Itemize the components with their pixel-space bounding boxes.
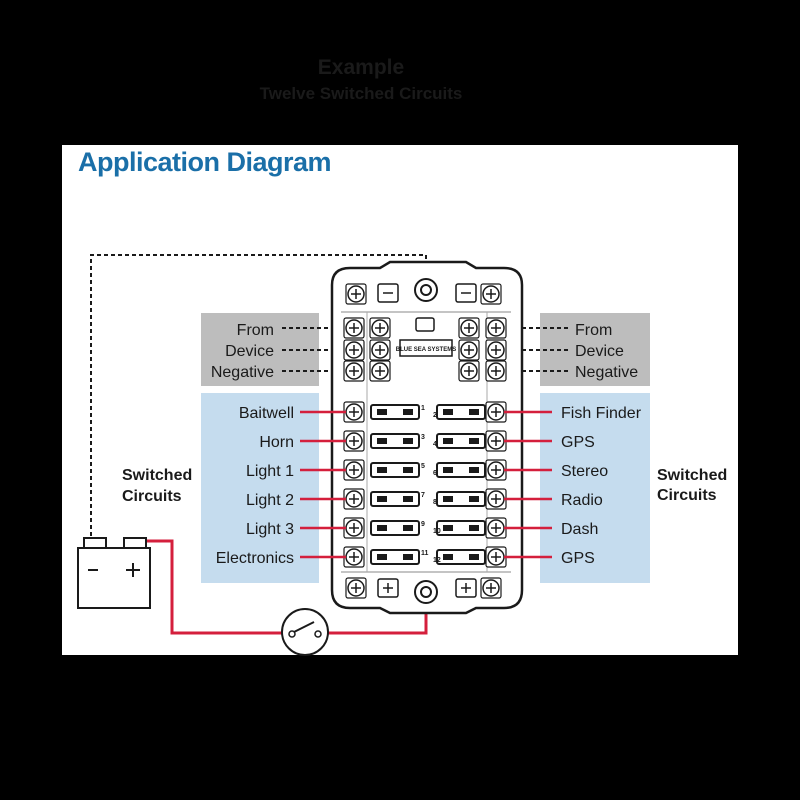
circuit-screw-icon	[343, 401, 365, 423]
switch-icon	[281, 608, 329, 656]
corner-screw-icon	[345, 577, 367, 599]
page-title: Application Diagram	[78, 147, 332, 177]
stud-icon	[414, 580, 438, 604]
left-circuit-2: Horn	[259, 434, 294, 451]
fuse-number: 10	[433, 528, 441, 535]
right-circuit-4: Radio	[561, 492, 603, 509]
battery-icon	[77, 537, 151, 609]
diagram-subtitle: Twelve Switched Circuits	[259, 84, 463, 103]
fuse-number: 12	[433, 557, 441, 564]
negative-bus-screw-icon	[369, 360, 391, 382]
negative-bus-screw-icon	[485, 339, 507, 361]
example-label: Example	[317, 56, 405, 79]
right-circuit-2: GPS	[561, 434, 595, 451]
right-neg-label-2: Device	[575, 343, 624, 360]
fuse-number: 4	[433, 441, 437, 448]
negative-bus-screw-icon	[485, 360, 507, 382]
right-circuit-6: GPS	[561, 550, 595, 567]
left-neg-label-2: Device	[225, 343, 274, 360]
right-neg-label-3: Negative	[575, 364, 638, 381]
negative-bus-screw-icon	[458, 317, 480, 339]
fuse-number: 5	[421, 463, 425, 470]
stud-icon	[414, 278, 438, 302]
negative-bus-screw-icon	[485, 317, 507, 339]
fuse-number: 7	[421, 492, 425, 499]
brand-text: BLUE SEA SYSTEMS	[396, 347, 456, 353]
fuse-icon: 1	[370, 404, 425, 420]
right-neg-label-1: From	[575, 322, 612, 339]
left-circuit-3: Light 1	[246, 463, 294, 480]
left-circuits-panel	[201, 393, 319, 583]
left-neg-label-3: Negative	[211, 364, 274, 381]
left-switched-label-1: Switched	[122, 467, 192, 484]
fuse-icon: 12	[433, 549, 486, 565]
right-circuit-1: Fish Finder	[561, 405, 642, 422]
fuse-number: 9	[421, 521, 425, 528]
positive-wire	[147, 539, 283, 635]
fuse-number: 11	[421, 550, 429, 557]
circuit-screw-icon	[485, 430, 507, 452]
fuse-icon: 10	[433, 520, 486, 536]
circuit-screw-icon	[343, 488, 365, 510]
circuit-screw-icon	[343, 546, 365, 568]
circuit-screw-icon	[485, 401, 507, 423]
negative-bus-screw-icon	[369, 317, 391, 339]
circuit-screw-icon	[485, 517, 507, 539]
circuit-screw-icon	[485, 459, 507, 481]
corner-screw-icon	[345, 283, 367, 305]
right-circuit-3: Stereo	[561, 463, 608, 480]
fuse-icon: 4	[433, 433, 486, 449]
fuse-number: 1	[421, 405, 425, 412]
left-circuit-5: Light 3	[246, 521, 294, 538]
fuse-number: 3	[421, 434, 425, 441]
circuit-screw-icon	[343, 459, 365, 481]
fuse-icon: 2	[433, 404, 486, 420]
circuit-screw-icon	[343, 517, 365, 539]
fuse-number: 6	[433, 470, 437, 477]
negative-bus-screw-icon	[343, 317, 365, 339]
right-circuits-panel	[540, 393, 650, 583]
corner-screw-icon	[480, 283, 502, 305]
brand-plate	[399, 339, 453, 357]
circuit-leads	[300, 410, 552, 559]
right-switched-label-2: Circuits	[657, 487, 717, 504]
left-circuit-1: Baitwell	[239, 405, 294, 422]
circuit-screw-icon	[485, 488, 507, 510]
fuse-number: 8	[433, 499, 437, 506]
terminal-symbols	[377, 283, 477, 598]
fuse-icon: 3	[370, 433, 425, 449]
left-neg-label-1: From	[237, 322, 274, 339]
fuse-number: 2	[433, 412, 437, 419]
fuse-icon: 8	[433, 491, 486, 507]
fuse-icon: 5	[370, 462, 425, 478]
indicator-led	[415, 317, 435, 332]
right-switched-label-1: Switched	[657, 467, 727, 484]
left-circuit-4: Light 2	[246, 492, 294, 509]
fuse-icon: 11	[370, 549, 429, 565]
negative-bus-screw-icon	[343, 360, 365, 382]
fuse-icon: 9	[370, 520, 425, 536]
left-circuit-6: Electronics	[216, 550, 294, 567]
negative-bus-screw-icon	[458, 339, 480, 361]
fuse-icon: 7	[370, 491, 425, 507]
fuse-icon: 6	[433, 462, 486, 478]
corner-screw-icon	[480, 577, 502, 599]
negative-bus-screw-icon	[458, 360, 480, 382]
right-circuit-5: Dash	[561, 521, 598, 538]
circuit-screw-icon	[343, 430, 365, 452]
negative-bus-screw-icon	[343, 339, 365, 361]
left-switched-label-2: Circuits	[122, 488, 182, 505]
circuit-screw-icon	[485, 546, 507, 568]
negative-bus-screw-icon	[369, 339, 391, 361]
